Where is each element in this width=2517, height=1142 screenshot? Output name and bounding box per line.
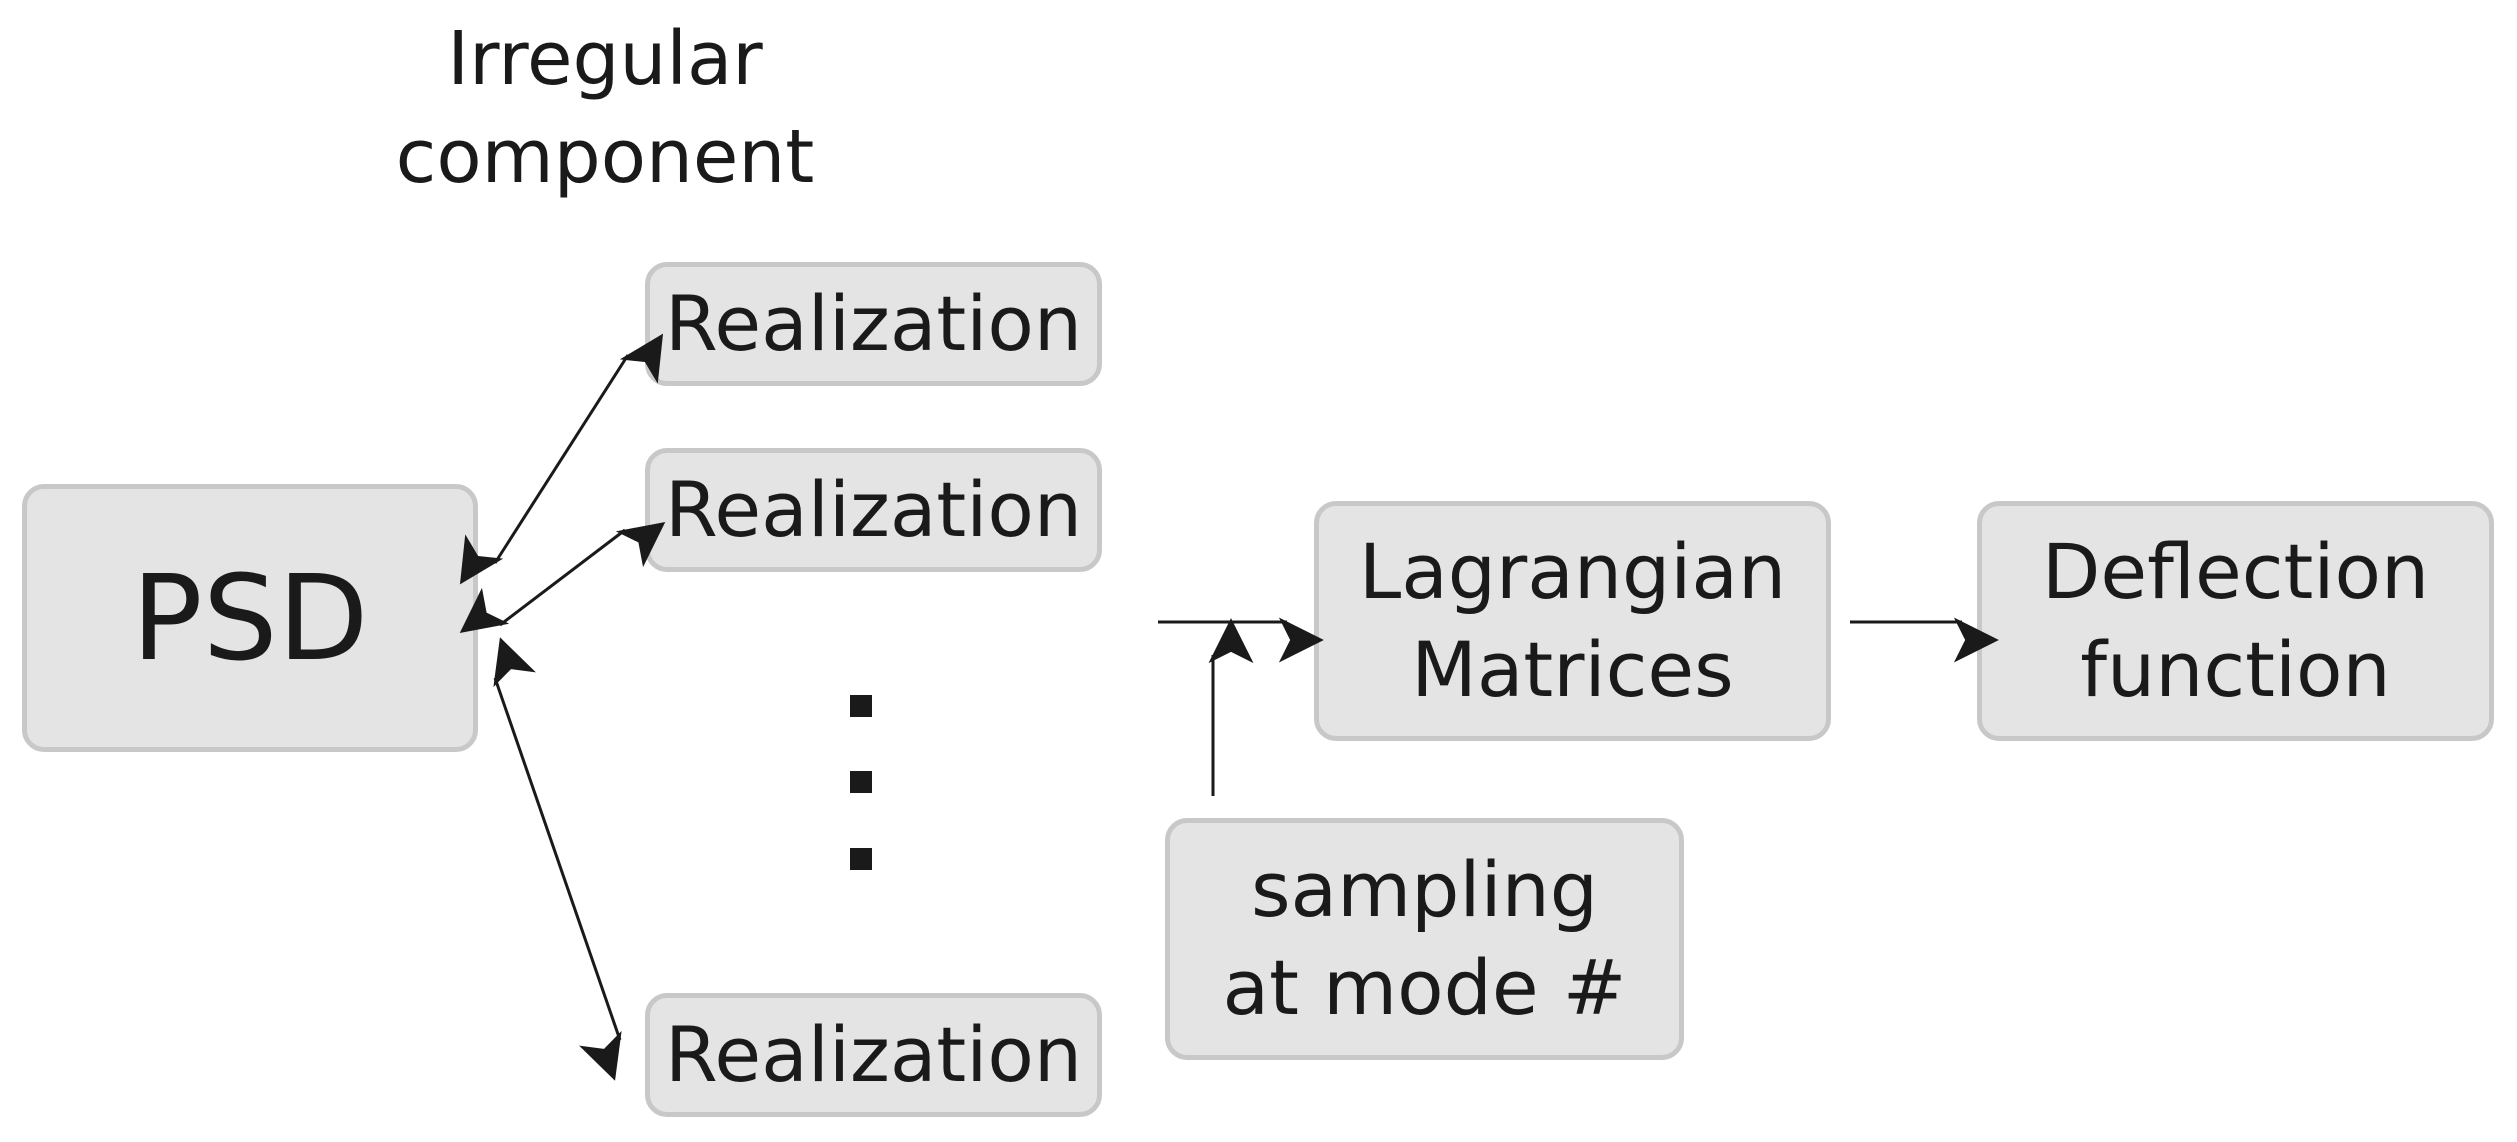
realization-box-3: Realization	[645, 993, 1102, 1117]
heading-irregular: Irregular	[447, 16, 763, 102]
psd-realization-3-arrow	[493, 637, 622, 1081]
psd-box: PSD	[22, 484, 478, 752]
ellipsis-dot-2	[850, 771, 872, 793]
sampling-box: sampling at mode #	[1165, 818, 1684, 1060]
realization-label-3: Realization	[665, 1010, 1082, 1099]
lagrangian-matrices-label: Lagrangian Matrices	[1358, 527, 1787, 714]
deflection-function-label: Deflection function	[2041, 527, 2430, 714]
realization-label-2: Realization	[665, 465, 1082, 554]
deflection-function-box: Deflection function	[1977, 501, 2494, 741]
realization-box-1: Realization	[645, 262, 1102, 386]
ellipsis-dot-3	[850, 848, 872, 870]
heading-component: component	[395, 114, 815, 200]
realization-box-2: Realization	[645, 448, 1102, 572]
psd-label: PSD	[131, 549, 369, 687]
ellipsis-dot-1	[850, 695, 872, 717]
sampling-label: sampling at mode #	[1222, 845, 1627, 1032]
psd-realization-2-arrow	[459, 522, 666, 633]
realization-label-1: Realization	[665, 279, 1082, 368]
psd-realization-1-arrow	[459, 333, 664, 585]
lagrangian-matrices-box: Lagrangian Matrices	[1314, 501, 1831, 741]
